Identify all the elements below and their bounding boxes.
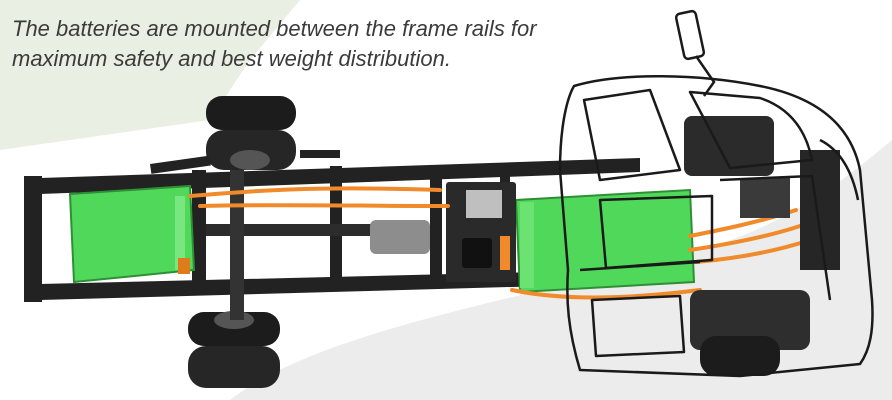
axle-and-driveshaft (206, 170, 430, 320)
caption-line-2: maximum safety and best weight distribut… (12, 46, 451, 71)
front-components (684, 116, 840, 350)
background-green-tint (0, 0, 300, 150)
rear-battery-pack (68, 184, 196, 284)
front-wheel (700, 336, 780, 376)
caption-text: The batteries are mounted between the fr… (12, 14, 632, 74)
power-electronics-box (446, 182, 516, 282)
rear-wheel-top (206, 96, 296, 170)
caption-line-1: The batteries are mounted between the fr… (12, 16, 537, 41)
front-battery-pack (514, 188, 696, 294)
side-mirror (674, 9, 716, 97)
cab-outline (558, 75, 874, 378)
rear-wheel-bottom (188, 311, 280, 388)
